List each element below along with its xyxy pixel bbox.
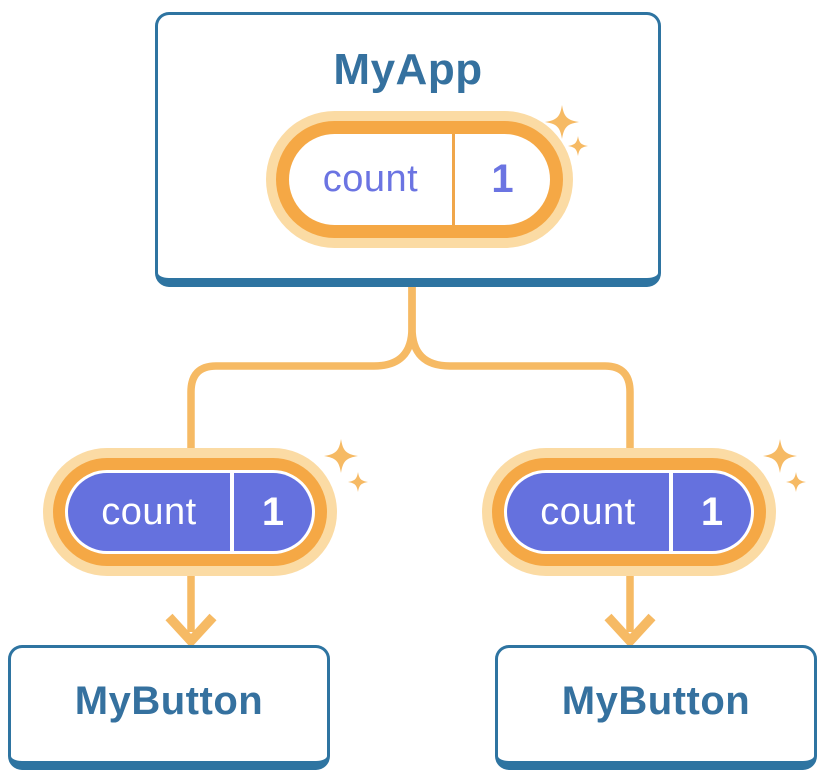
component-node-child-left: MyButton xyxy=(8,645,330,770)
state-pill-gap: count 1 xyxy=(65,470,315,554)
state-value: 1 xyxy=(491,157,514,201)
state-pill-ring: count 1 xyxy=(53,458,327,566)
node-title: MyApp xyxy=(333,45,483,94)
arrow-left xyxy=(165,573,217,649)
state-divider xyxy=(452,134,455,225)
state-key-label: count xyxy=(322,158,419,200)
state-pill-child-left: count 1 xyxy=(43,448,337,576)
branch-left-line xyxy=(187,284,416,455)
state-value: 1 xyxy=(700,489,724,534)
state-value: 1 xyxy=(261,489,285,534)
state-divider xyxy=(230,473,234,551)
node-title: MyButton xyxy=(561,679,751,723)
node-title: MyButton xyxy=(74,679,264,723)
state-key-label: count xyxy=(101,490,197,533)
state-key-label: count xyxy=(540,490,636,533)
state-divider xyxy=(669,473,673,551)
state-pill-ring: count 1 xyxy=(492,458,766,566)
arrow-right xyxy=(604,573,656,649)
component-node-root: MyApp count 1 xyxy=(155,12,661,287)
state-pill-body: count 1 xyxy=(68,473,312,551)
state-pill-body: count 1 xyxy=(507,473,751,551)
state-pill-child-right: count 1 xyxy=(482,448,776,576)
state-pill-body: count 1 xyxy=(289,134,550,225)
component-node-child-right: MyButton xyxy=(495,645,817,770)
state-pill-root: count 1 xyxy=(266,111,573,248)
state-pill-gap: count 1 xyxy=(504,470,754,554)
branch-right-line xyxy=(408,284,634,455)
state-pill-ring: count 1 xyxy=(276,121,563,238)
